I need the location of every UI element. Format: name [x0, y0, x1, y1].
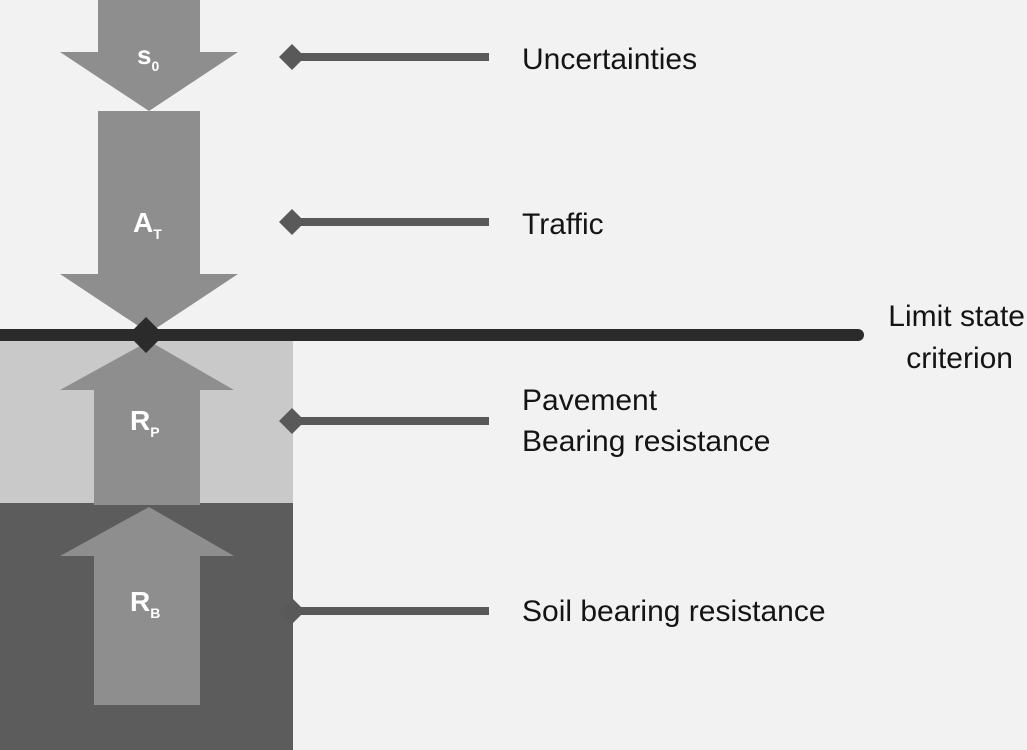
label-pavement: Pavement	[522, 384, 658, 417]
label-uncertainties: Uncertainties	[522, 43, 697, 76]
arrow-rb-label: RB	[130, 586, 160, 621]
arrow-rp-label: RP	[130, 405, 160, 440]
pointer-soil	[279, 598, 489, 624]
label-traffic: Traffic	[522, 208, 604, 241]
limit-state-node	[128, 317, 164, 353]
label-limit-state: Limit state	[888, 300, 1025, 333]
pointer-traffic	[279, 209, 489, 235]
arrow-s0	[60, 0, 238, 111]
pointer-pavement	[279, 408, 489, 434]
label-soil-bearing-resistance: Soil bearing resistance	[522, 595, 826, 628]
arrow-rb	[60, 507, 234, 705]
limit-state-line-left	[0, 330, 150, 339]
arrow-rp	[60, 341, 234, 505]
arrow-at-label: AT	[133, 207, 162, 242]
label-criterion: criterion	[906, 342, 1013, 375]
label-bearing-resistance: Bearing resistance	[522, 425, 770, 458]
arrow-at	[60, 111, 238, 333]
pointer-uncertainties	[279, 44, 489, 70]
arrow-s0-label: s0	[137, 40, 159, 74]
